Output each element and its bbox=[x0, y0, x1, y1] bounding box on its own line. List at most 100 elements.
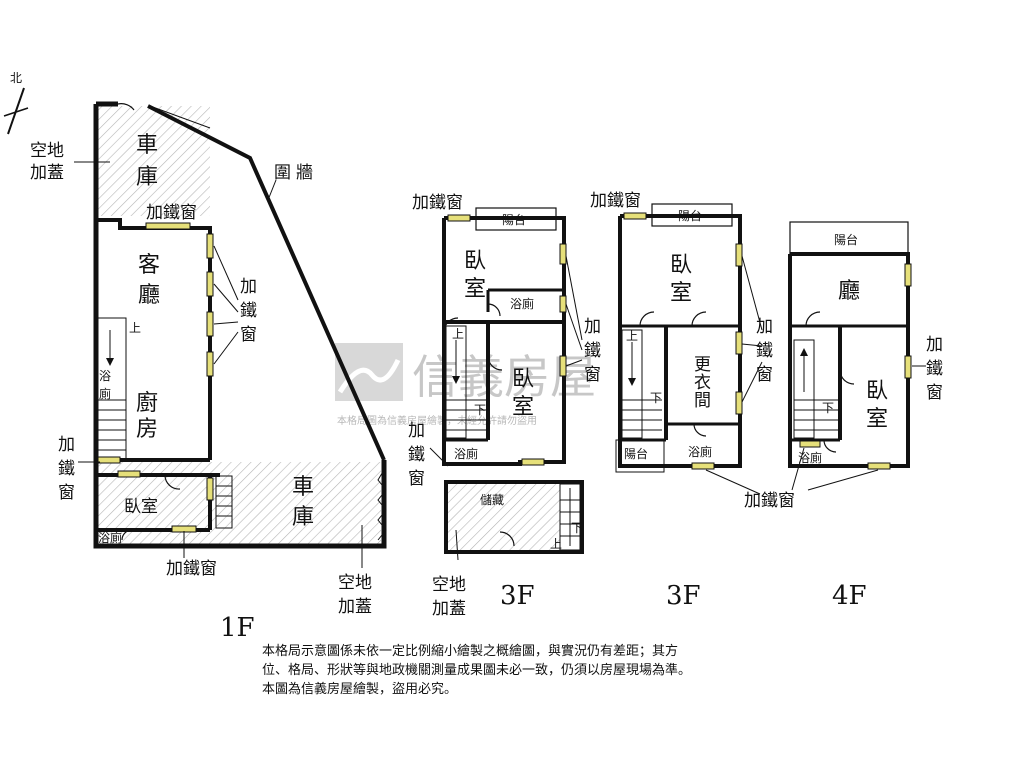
bedroom-label: 室 bbox=[866, 407, 888, 432]
living-room-label: 廳 bbox=[138, 283, 160, 308]
bath-label: 浴廁 bbox=[510, 296, 534, 311]
bath-label: 浴廁 bbox=[98, 530, 122, 545]
iron-window-label: 加鐵窗 bbox=[166, 559, 217, 579]
iron-window-label: 加 bbox=[408, 421, 425, 441]
note-line: 本圖為信義房屋繪製，盜用必究。 bbox=[262, 681, 457, 697]
floor-3f-a: 加鐵窗 陽台 臥 室 浴廁 上 下 臥 室 加 鐵 窗 加 鐵 窗 浴廁 儲藏 … bbox=[408, 193, 601, 619]
iron-window-label: 窗 bbox=[240, 325, 257, 345]
watermark-brand: 信義房屋 bbox=[412, 350, 596, 404]
window bbox=[145, 222, 191, 230]
bath-label: 浴廁 bbox=[688, 444, 712, 459]
iron-window-label: 鐵 bbox=[240, 301, 257, 321]
open-land-cover-label: 空地 bbox=[30, 141, 64, 161]
window bbox=[904, 263, 912, 287]
bath-label: 浴 bbox=[99, 369, 111, 383]
iron-window-label: 鐵 bbox=[584, 341, 601, 361]
iron-window-label: 鐵 bbox=[408, 445, 425, 465]
garage-top-area bbox=[98, 106, 210, 216]
open-land-cover-label: 加蓋 bbox=[338, 597, 372, 617]
bedroom-label: 室 bbox=[670, 281, 692, 306]
storage-label: 儲藏 bbox=[480, 493, 504, 507]
iron-window-label: 加 bbox=[584, 317, 601, 337]
closet-label: 間 bbox=[694, 391, 711, 411]
window bbox=[206, 477, 214, 501]
storage-room bbox=[444, 480, 584, 554]
outer-wall bbox=[93, 104, 387, 549]
floor-label-3f: 3F bbox=[666, 581, 701, 611]
open-land-cover-label: 加蓋 bbox=[30, 163, 64, 183]
bath-label: 浴廁 bbox=[798, 450, 822, 465]
iron-window-label: 加 bbox=[756, 317, 773, 337]
garage-label: 庫 bbox=[292, 505, 314, 530]
stair-down-label: 下 bbox=[571, 521, 583, 535]
stair-down-label: 下 bbox=[474, 403, 486, 417]
balcony-label: 陽台 bbox=[624, 446, 648, 461]
garage-label: 車 bbox=[136, 133, 158, 158]
window bbox=[117, 470, 141, 478]
floor-1f: 空地 加蓋 車 庫 圍 牆 加鐵窗 客 廳 加 鐵 窗 上 浴 廁 廚 房 加 … bbox=[30, 101, 387, 643]
window bbox=[691, 462, 715, 470]
stair-up-label: 上 bbox=[452, 327, 464, 341]
window bbox=[559, 295, 567, 313]
iron-window-label: 加 bbox=[240, 277, 257, 297]
window bbox=[799, 440, 821, 448]
window bbox=[206, 311, 214, 337]
bedroom-label: 臥室 bbox=[124, 497, 158, 517]
open-land-cover-label: 空地 bbox=[432, 575, 466, 595]
iron-window-label: 窗 bbox=[584, 365, 601, 385]
floor-label-4f: 4F bbox=[832, 581, 867, 611]
iron-window-label: 加鐵窗 bbox=[412, 193, 463, 213]
stair-down-label: 下 bbox=[822, 401, 834, 415]
garage-label: 庫 bbox=[136, 165, 158, 190]
iron-window-label: 窗 bbox=[58, 483, 75, 503]
balcony-label: 陽台 bbox=[834, 232, 858, 247]
iron-window-label: 鐵 bbox=[926, 359, 943, 379]
closet-label: 衣 bbox=[694, 373, 711, 393]
open-land-cover-label: 加蓋 bbox=[432, 599, 466, 619]
stair-up-label: 上 bbox=[550, 537, 562, 551]
stair-up-label: 上 bbox=[129, 321, 141, 335]
closet-label: 更 bbox=[694, 355, 711, 375]
note-line: 本格局示意圖係未依一定比例縮小繪製之概繪圖，與實況仍有差距；其方 bbox=[262, 643, 678, 659]
window bbox=[904, 355, 912, 379]
iron-window-label: 加鐵窗 bbox=[590, 191, 641, 211]
garage-label: 車 bbox=[292, 475, 314, 500]
iron-window-label: 加 bbox=[58, 435, 75, 455]
hall-label: 廳 bbox=[838, 279, 860, 304]
iron-window-label: 加鐵窗 bbox=[146, 203, 197, 223]
bedroom-label: 臥 bbox=[670, 253, 692, 278]
north-label: 北 bbox=[10, 71, 22, 85]
wall-label: 牆 bbox=[296, 163, 313, 183]
window bbox=[559, 355, 567, 377]
floor-label-3f: 3F bbox=[500, 581, 535, 611]
floor-4f: 陽台 廳 加 鐵 窗 下 臥 室 浴廁 加鐵窗 4F bbox=[744, 221, 943, 611]
window bbox=[97, 456, 121, 464]
iron-window-label: 窗 bbox=[408, 469, 425, 489]
window bbox=[735, 331, 743, 355]
bedroom-label: 臥 bbox=[464, 249, 486, 274]
balcony-label: 陽台 bbox=[678, 208, 702, 223]
window bbox=[206, 351, 214, 377]
bedroom-label: 室 bbox=[464, 277, 486, 302]
bedroom-label: 臥 bbox=[866, 379, 888, 404]
boundary-wall bbox=[147, 104, 386, 461]
bedroom-label: 室 bbox=[512, 395, 534, 420]
kitchen-label: 廚 bbox=[136, 391, 158, 416]
window bbox=[735, 391, 743, 415]
iron-window-label: 窗 bbox=[926, 383, 943, 403]
note-line: 位、格局、形狀等與地政機關測量成果圖未必一致，仍須以房屋現場為準。 bbox=[262, 662, 691, 678]
window bbox=[735, 243, 743, 267]
bedroom-label: 臥 bbox=[512, 367, 534, 392]
iron-window-label: 鐵 bbox=[756, 341, 773, 361]
kitchen-label: 房 bbox=[136, 417, 158, 442]
iron-window-label: 窗 bbox=[756, 365, 773, 385]
north-arrow-icon: 北 bbox=[3, 71, 29, 135]
disclaimer-note: 本格局示意圖係未依一定比例縮小繪製之概繪圖，與實況仍有差距；其方 位、格局、形狀… bbox=[262, 643, 691, 697]
window bbox=[447, 214, 471, 222]
bath-label: 浴廁 bbox=[454, 446, 478, 461]
wall-label: 圍 bbox=[274, 163, 291, 183]
window bbox=[623, 212, 647, 220]
floor-3f-b: 加鐵窗 陽台 臥 室 加 鐵 窗 上 下 更 衣 間 陽台 浴廁 3F bbox=[590, 191, 773, 611]
stair-up-label: 上 bbox=[626, 329, 638, 343]
